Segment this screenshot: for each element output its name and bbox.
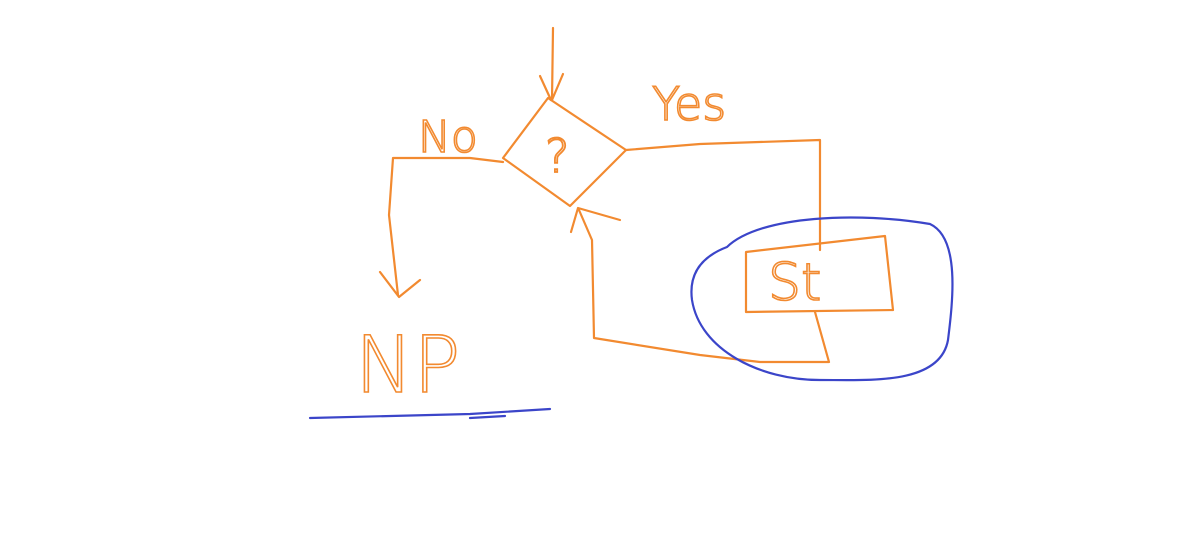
no-label: No — [418, 112, 478, 163]
decision-label: ? — [545, 129, 569, 183]
loop-back-line — [577, 208, 831, 364]
no-branch-line — [387, 156, 505, 297]
highlight-circle — [690, 216, 954, 382]
end-underline — [308, 407, 552, 420]
process-box — [744, 234, 895, 314]
yes-branch-line — [624, 138, 822, 252]
no-branch-arrowhead — [378, 270, 422, 299]
process-label: St — [768, 253, 821, 313]
decision-diamond — [501, 96, 628, 208]
end-label: NP — [355, 321, 460, 411]
entry-arrow — [538, 26, 565, 102]
loop-back-arrowhead — [569, 206, 622, 234]
yes-label: Yes — [652, 77, 726, 131]
